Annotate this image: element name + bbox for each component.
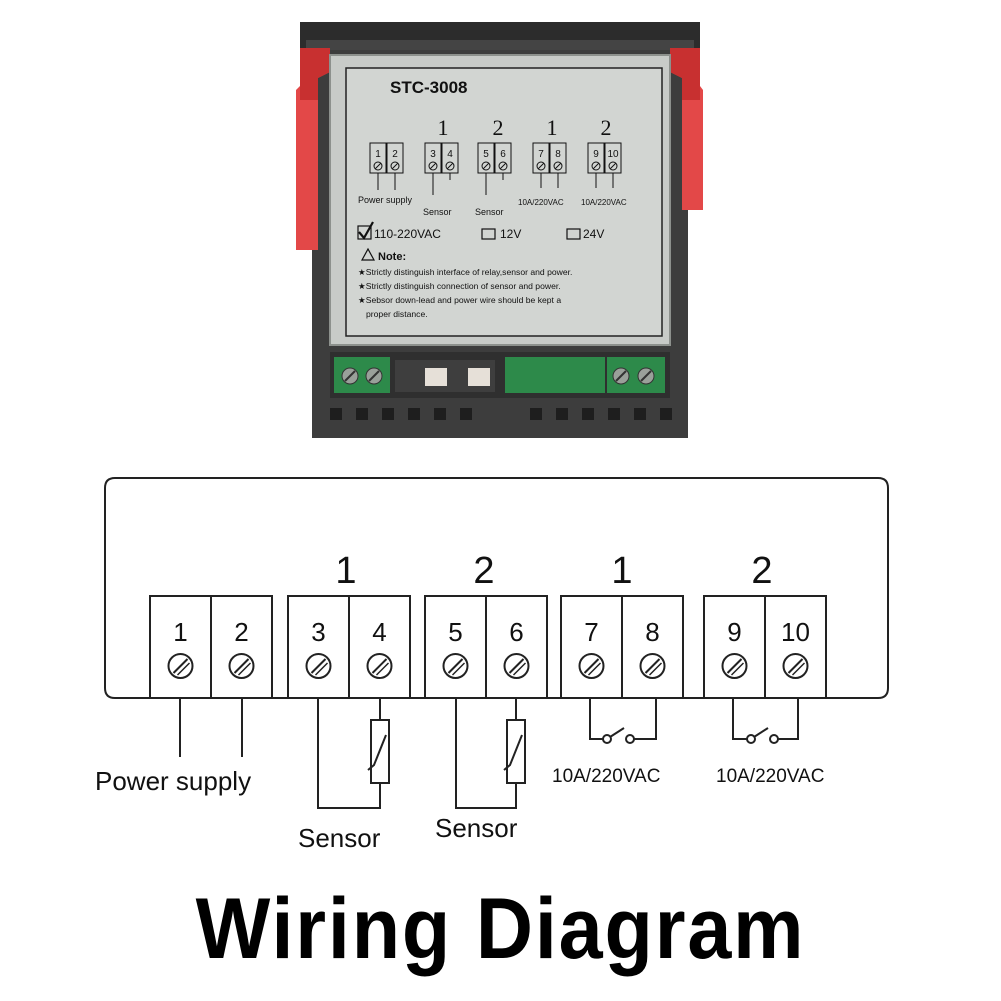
checkbox-12v <box>481 228 496 240</box>
group-number-sensor-1: 1 <box>335 550 356 592</box>
terminal-number: 2 <box>234 617 248 647</box>
page-title: Wiring Diagram <box>195 881 806 977</box>
model-label: STC-3008 <box>390 78 467 97</box>
plate-relay-label-1: 10A/220VAC <box>518 198 564 207</box>
relay-label-2: 10A/220VAC <box>716 766 824 787</box>
plate-group-2: 2 <box>493 115 504 140</box>
terminal-8: 8 <box>621 595 684 699</box>
terminal-number: 9 <box>727 617 741 647</box>
note-line-3: ★Sebsor down-lead and power wire should … <box>358 295 561 305</box>
terminal-4: 4 <box>348 595 411 699</box>
relay-label-1: 10A/220VAC <box>552 766 660 787</box>
controller-outline <box>104 477 889 699</box>
plate-group-4: 2 <box>601 115 612 140</box>
group-number-relay-1: 1 <box>611 550 632 592</box>
terminal-row: 1 2 3 4 5 6 7 8 9 10 <box>149 595 827 699</box>
note-title: Note: <box>378 251 406 263</box>
note-line-4: proper distance. <box>366 309 428 319</box>
voltage-option-12v: 12V <box>500 227 521 241</box>
voltage-option-110-220: 110-220VAC <box>374 227 441 241</box>
terminal-number: 3 <box>311 617 325 647</box>
plate-terminal-number: 4 <box>447 149 453 160</box>
plate-relay-label-2: 10A/220VAC <box>581 198 627 207</box>
plate-terminal-number: 1 <box>375 149 381 160</box>
terminal-number: 6 <box>509 617 523 647</box>
group-number-sensor-2: 2 <box>473 550 494 592</box>
group-number-relay-2: 2 <box>751 550 772 592</box>
terminal-number: 4 <box>372 617 386 647</box>
plate-sensor-label-1: Sensor <box>423 207 452 217</box>
terminal-number: 1 <box>173 617 187 647</box>
note-line-1: ★Strictly distinguish interface of relay… <box>358 267 572 277</box>
plate-group-1: 1 <box>438 115 449 140</box>
terminal-9: 9 <box>703 595 766 699</box>
warning-icon <box>360 247 376 261</box>
terminal-number: 8 <box>645 617 659 647</box>
switch-icon <box>609 727 625 738</box>
plate-terminal-number: 10 <box>607 149 619 160</box>
plate-terminal-number: 8 <box>555 149 561 160</box>
terminal-1: 1 <box>149 595 212 699</box>
terminal-number: 10 <box>781 617 810 647</box>
sensor-label-2: Sensor <box>435 813 518 843</box>
plate-terminal-number: 9 <box>593 149 599 160</box>
plate-terminal-number: 5 <box>483 149 489 160</box>
terminal-3: 3 <box>287 595 350 699</box>
power-supply-label: Power supply <box>95 766 251 796</box>
plate-terminal-number: 6 <box>500 149 506 160</box>
switch-icon <box>753 727 769 738</box>
note-line-2: ★Strictly distinguish connection of sens… <box>358 281 561 291</box>
checkbox-24v <box>566 228 581 240</box>
terminal-number: 7 <box>584 617 598 647</box>
plate-terminal-number: 2 <box>392 149 398 160</box>
relay-contact-1 <box>589 698 657 744</box>
sensor-2 <box>455 698 526 809</box>
terminal-5: 5 <box>424 595 487 699</box>
plate-power-label: Power supply <box>358 195 413 205</box>
voltage-option-24v: 24V <box>583 227 604 241</box>
check-mark-icon <box>358 221 374 240</box>
terminal-2: 2 <box>210 595 273 699</box>
plate-sensor-label-2: Sensor <box>475 207 504 217</box>
sensor-1 <box>317 698 390 809</box>
terminal-10: 10 <box>764 595 827 699</box>
plate-terminal-number: 3 <box>430 149 436 160</box>
relay-contact-2 <box>732 698 799 744</box>
terminal-block-middle <box>505 357 605 393</box>
terminal-7: 7 <box>560 595 623 699</box>
terminal-number: 5 <box>448 617 462 647</box>
plate-terminal-number: 7 <box>538 149 544 160</box>
terminal-6: 6 <box>485 595 548 699</box>
plate-group-3: 1 <box>547 115 558 140</box>
sensor-label-1: Sensor <box>298 823 381 853</box>
